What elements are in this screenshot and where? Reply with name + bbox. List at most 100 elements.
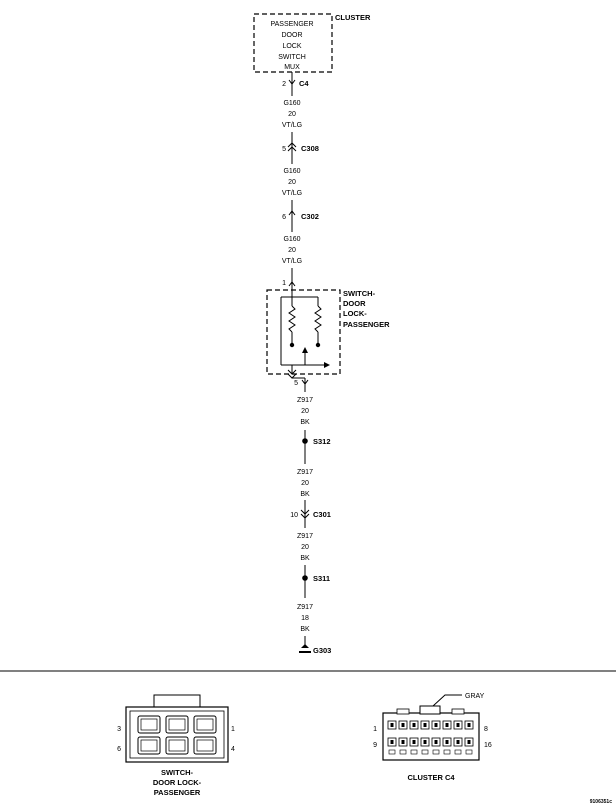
cluster-pin-terminal — [434, 723, 438, 727]
cluster-pin-cavity — [398, 737, 408, 747]
cluster-latch-slot — [421, 749, 429, 755]
switch-pin-1: 1 — [282, 280, 296, 287]
svg-text:20: 20 — [301, 408, 309, 415]
module-line-5: MUX — [284, 64, 300, 71]
connector-c308: 5 C308 — [282, 142, 319, 153]
svg-text:20: 20 — [301, 544, 309, 551]
svg-text:G160: G160 — [283, 100, 300, 107]
svg-text:5: 5 — [294, 380, 298, 387]
cluster-pin-terminal — [467, 740, 471, 744]
svg-text:PASSENGER: PASSENGER — [154, 788, 201, 797]
svg-text:1: 1 — [231, 726, 235, 733]
svg-text:BK: BK — [300, 419, 310, 426]
svg-text:6: 6 — [282, 214, 286, 221]
svg-text:G303: G303 — [313, 646, 331, 655]
svg-text:5: 5 — [282, 146, 286, 153]
module-line-3: LOCK — [282, 43, 301, 50]
module-line-2: DOOR — [282, 32, 303, 39]
svg-text:BK: BK — [300, 491, 310, 498]
svg-text:GRAY: GRAY — [465, 693, 485, 700]
svg-text:1: 1 — [282, 280, 286, 287]
svg-text:CLUSTER C4: CLUSTER C4 — [407, 773, 455, 782]
cluster-pin-cavity — [442, 720, 452, 730]
cluster-pin-terminal — [390, 723, 394, 727]
wire-label-2: G160 20 VT/LG — [282, 168, 302, 197]
svg-text:S312: S312 — [313, 437, 331, 446]
svg-text:20: 20 — [288, 247, 296, 254]
cluster-pin-cavity — [442, 737, 452, 747]
svg-text:VT/LG: VT/LG — [282, 190, 302, 197]
svg-text:S311: S311 — [313, 574, 330, 583]
cluster-pin-cavity — [464, 737, 474, 747]
cluster-latch-slot — [388, 749, 396, 755]
svg-text:C301: C301 — [313, 510, 331, 519]
cluster-latch-slot — [410, 749, 418, 755]
cluster-pin-terminal — [445, 740, 449, 744]
cluster-pin-cavity — [398, 720, 408, 730]
cluster-pin-terminal — [467, 723, 471, 727]
cluster-pin-terminal — [423, 740, 427, 744]
cluster-pin-cavity — [409, 737, 419, 747]
cluster-latch-slot — [399, 749, 407, 755]
svg-text:6: 6 — [117, 746, 121, 753]
wire-label-7: Z917 18 BK — [297, 604, 313, 633]
svg-text:Z917: Z917 — [297, 533, 313, 540]
cluster-pin-terminal — [401, 740, 405, 744]
svg-text:20: 20 — [288, 111, 296, 118]
cluster-pin-terminal — [445, 723, 449, 727]
cluster-pin-terminal — [456, 740, 460, 744]
svg-text:4: 4 — [231, 746, 235, 753]
svg-text:SWITCH-: SWITCH- — [161, 768, 194, 777]
splice-s311: S311 — [302, 574, 330, 583]
cluster-c4-connector-view: GRAY 1 8 9 16 CLUSTER C4 — [373, 693, 492, 782]
svg-text:PASSENGER: PASSENGER — [343, 320, 390, 329]
cluster-latch-slot — [454, 749, 462, 755]
connector-c4: 2 C4 — [282, 79, 309, 88]
svg-text:9: 9 — [373, 742, 377, 749]
wire-label-6: Z917 20 BK — [297, 533, 313, 562]
switch-schematic — [280, 290, 330, 374]
cluster-pin-terminal — [456, 723, 460, 727]
switch-connector-view: 3 1 6 4 SWITCH- DOOR LOCK- PASSENGER — [117, 694, 235, 797]
wire-label-3: G160 20 VT/LG — [282, 236, 302, 265]
svg-text:DOOR: DOOR — [343, 299, 366, 308]
connector-c301: 10 C301 — [290, 509, 331, 519]
cluster-pin-terminal — [401, 723, 405, 727]
svg-text:C308: C308 — [301, 144, 319, 153]
svg-text:G160: G160 — [283, 236, 300, 243]
svg-text:18: 18 — [301, 615, 309, 622]
svg-text:10: 10 — [290, 512, 298, 519]
cluster-pin-cavity — [464, 720, 474, 730]
cluster-label: CLUSTER — [335, 13, 371, 22]
cluster-pin-terminal — [412, 723, 416, 727]
wire-label-4: Z917 20 BK — [297, 397, 313, 426]
cluster-pin-cavity — [431, 720, 441, 730]
cluster-pin-cavity — [431, 737, 441, 747]
cluster-latch-slot — [432, 749, 440, 755]
cluster-pin-terminal — [390, 740, 394, 744]
cluster-pin-cavity — [420, 737, 430, 747]
wire-label-1: G160 20 VT/LG — [282, 100, 302, 129]
svg-text:VT/LG: VT/LG — [282, 122, 302, 129]
cluster-pin-cavity — [453, 737, 463, 747]
connector-c302: 6 C302 — [282, 210, 319, 221]
svg-text:BK: BK — [300, 555, 310, 562]
module-line-1: PASSENGER — [270, 21, 313, 28]
svg-text:20: 20 — [288, 179, 296, 186]
svg-text:G160: G160 — [283, 168, 300, 175]
svg-text:2: 2 — [282, 81, 286, 88]
svg-text:3: 3 — [117, 726, 121, 733]
svg-text:8: 8 — [484, 726, 488, 733]
cluster-pin-cavity — [387, 720, 397, 730]
svg-text:Z917: Z917 — [297, 469, 313, 476]
svg-text:1: 1 — [373, 726, 377, 733]
cluster-latch-slot — [443, 749, 451, 755]
svg-text:Z917: Z917 — [297, 604, 313, 611]
svg-text:C4: C4 — [299, 79, 309, 88]
switch-label: SWITCH- DOOR LOCK- PASSENGER — [343, 289, 390, 329]
svg-text:SWITCH-: SWITCH- — [343, 289, 376, 298]
cluster-pin-cavity — [453, 720, 463, 730]
svg-text:DOOR LOCK-: DOOR LOCK- — [153, 778, 202, 787]
cluster-latch-slot — [465, 749, 473, 755]
